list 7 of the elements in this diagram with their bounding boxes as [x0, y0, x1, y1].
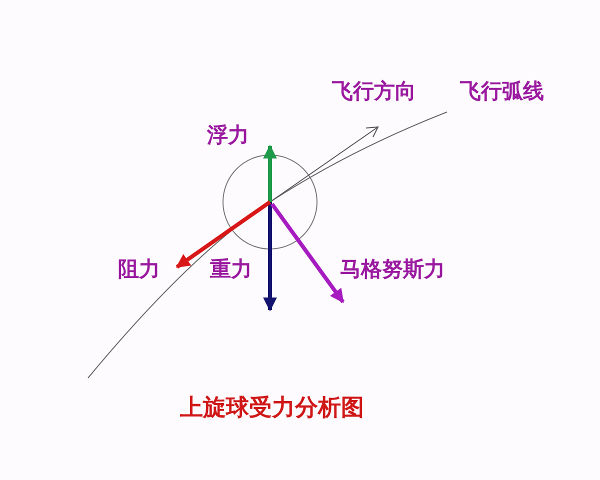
force-label: 飞行弧线 [460, 80, 544, 101]
force-label: 马格努斯力 [340, 258, 445, 279]
force-label: 阻力 [118, 258, 160, 279]
caption: 上旋球受力分析图 [180, 396, 364, 419]
force-label: 浮力 [207, 124, 249, 145]
force-label: 重力 [210, 258, 252, 279]
force-label: 飞行方向 [332, 80, 416, 101]
